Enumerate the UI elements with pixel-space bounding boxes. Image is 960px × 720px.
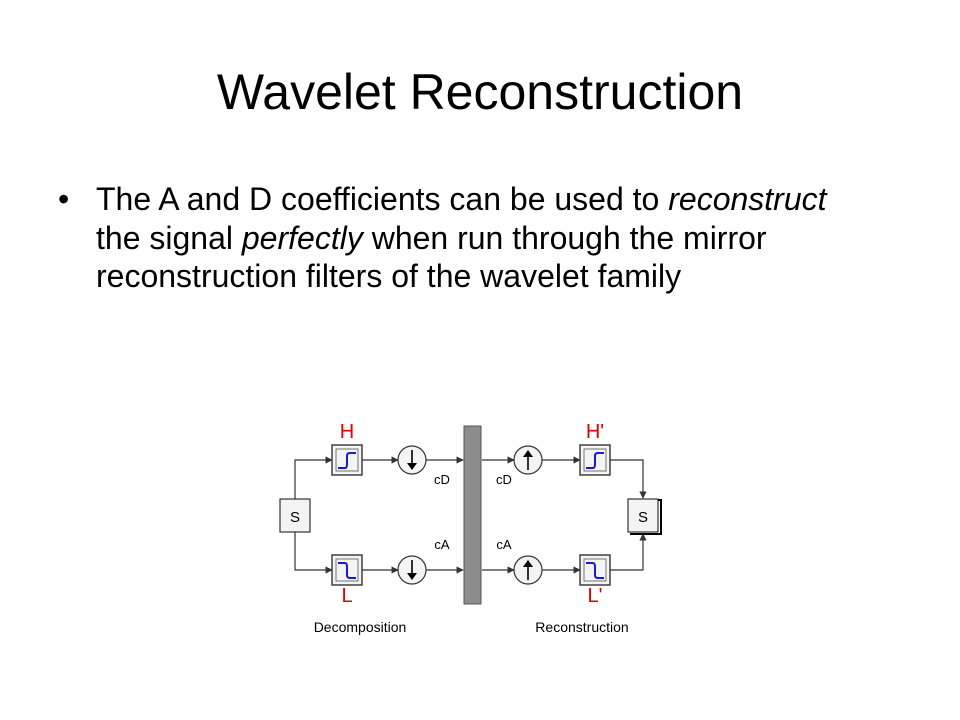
decomposition-caption: Decomposition xyxy=(314,619,407,635)
input-signal-label: S xyxy=(290,509,300,526)
output-signal-box: S xyxy=(627,498,662,535)
high-pass-curve-icon xyxy=(338,452,356,469)
slide-title: Wavelet Reconstruction xyxy=(216,64,744,120)
approx-coeff-left-label: cA xyxy=(434,537,450,552)
downsample-approx-icon xyxy=(397,555,427,585)
input-signal-box: S xyxy=(279,498,311,533)
high-filter-label: H xyxy=(340,421,354,443)
bullet-list: • The A and D coefficients can be used to… xyxy=(58,180,878,296)
bullet-text-part2: the signal xyxy=(96,219,242,256)
signal-flow-lines xyxy=(294,456,647,574)
reconstruction-caption: Reconstruction xyxy=(535,619,628,635)
low-pass-recon-curve-icon xyxy=(586,562,604,579)
high-recon-label: H' xyxy=(586,421,604,443)
coefficient-divider-bar xyxy=(463,425,482,605)
bullet-text-part3: when run through the mirror reconstructi… xyxy=(96,219,767,295)
bullet-emphasis-reconstruct: reconstruct xyxy=(668,181,827,217)
low-pass-recon-filter: L' xyxy=(579,554,611,607)
wavelet-diagram: S H L cD cA cD cA xyxy=(279,421,662,635)
upsample-approx-icon xyxy=(513,555,543,585)
detail-coeff-left-label: cD xyxy=(434,472,450,487)
high-pass-recon-filter: H' xyxy=(579,421,611,476)
output-signal-label: S xyxy=(638,509,648,526)
upsample-detail-icon xyxy=(513,445,543,475)
low-filter-label: L xyxy=(341,585,352,607)
downsample-detail-icon xyxy=(397,445,427,475)
low-recon-label: L' xyxy=(588,585,603,607)
approx-coeff-right-label: cA xyxy=(496,537,512,552)
bullet-item: • The A and D coefficients can be used to… xyxy=(58,180,878,296)
detail-coeff-right-label: cD xyxy=(496,472,512,487)
bullet-text-part1: The A and D coefficients can be used to xyxy=(96,181,669,217)
high-pass-filter: H xyxy=(331,421,363,476)
low-pass-filter: L xyxy=(331,554,363,607)
low-pass-curve-icon xyxy=(338,562,356,579)
high-pass-recon-curve-icon xyxy=(586,452,604,469)
bullet-icon: • xyxy=(58,181,70,217)
bullet-emphasis-perfectly: perfectly xyxy=(241,219,363,256)
